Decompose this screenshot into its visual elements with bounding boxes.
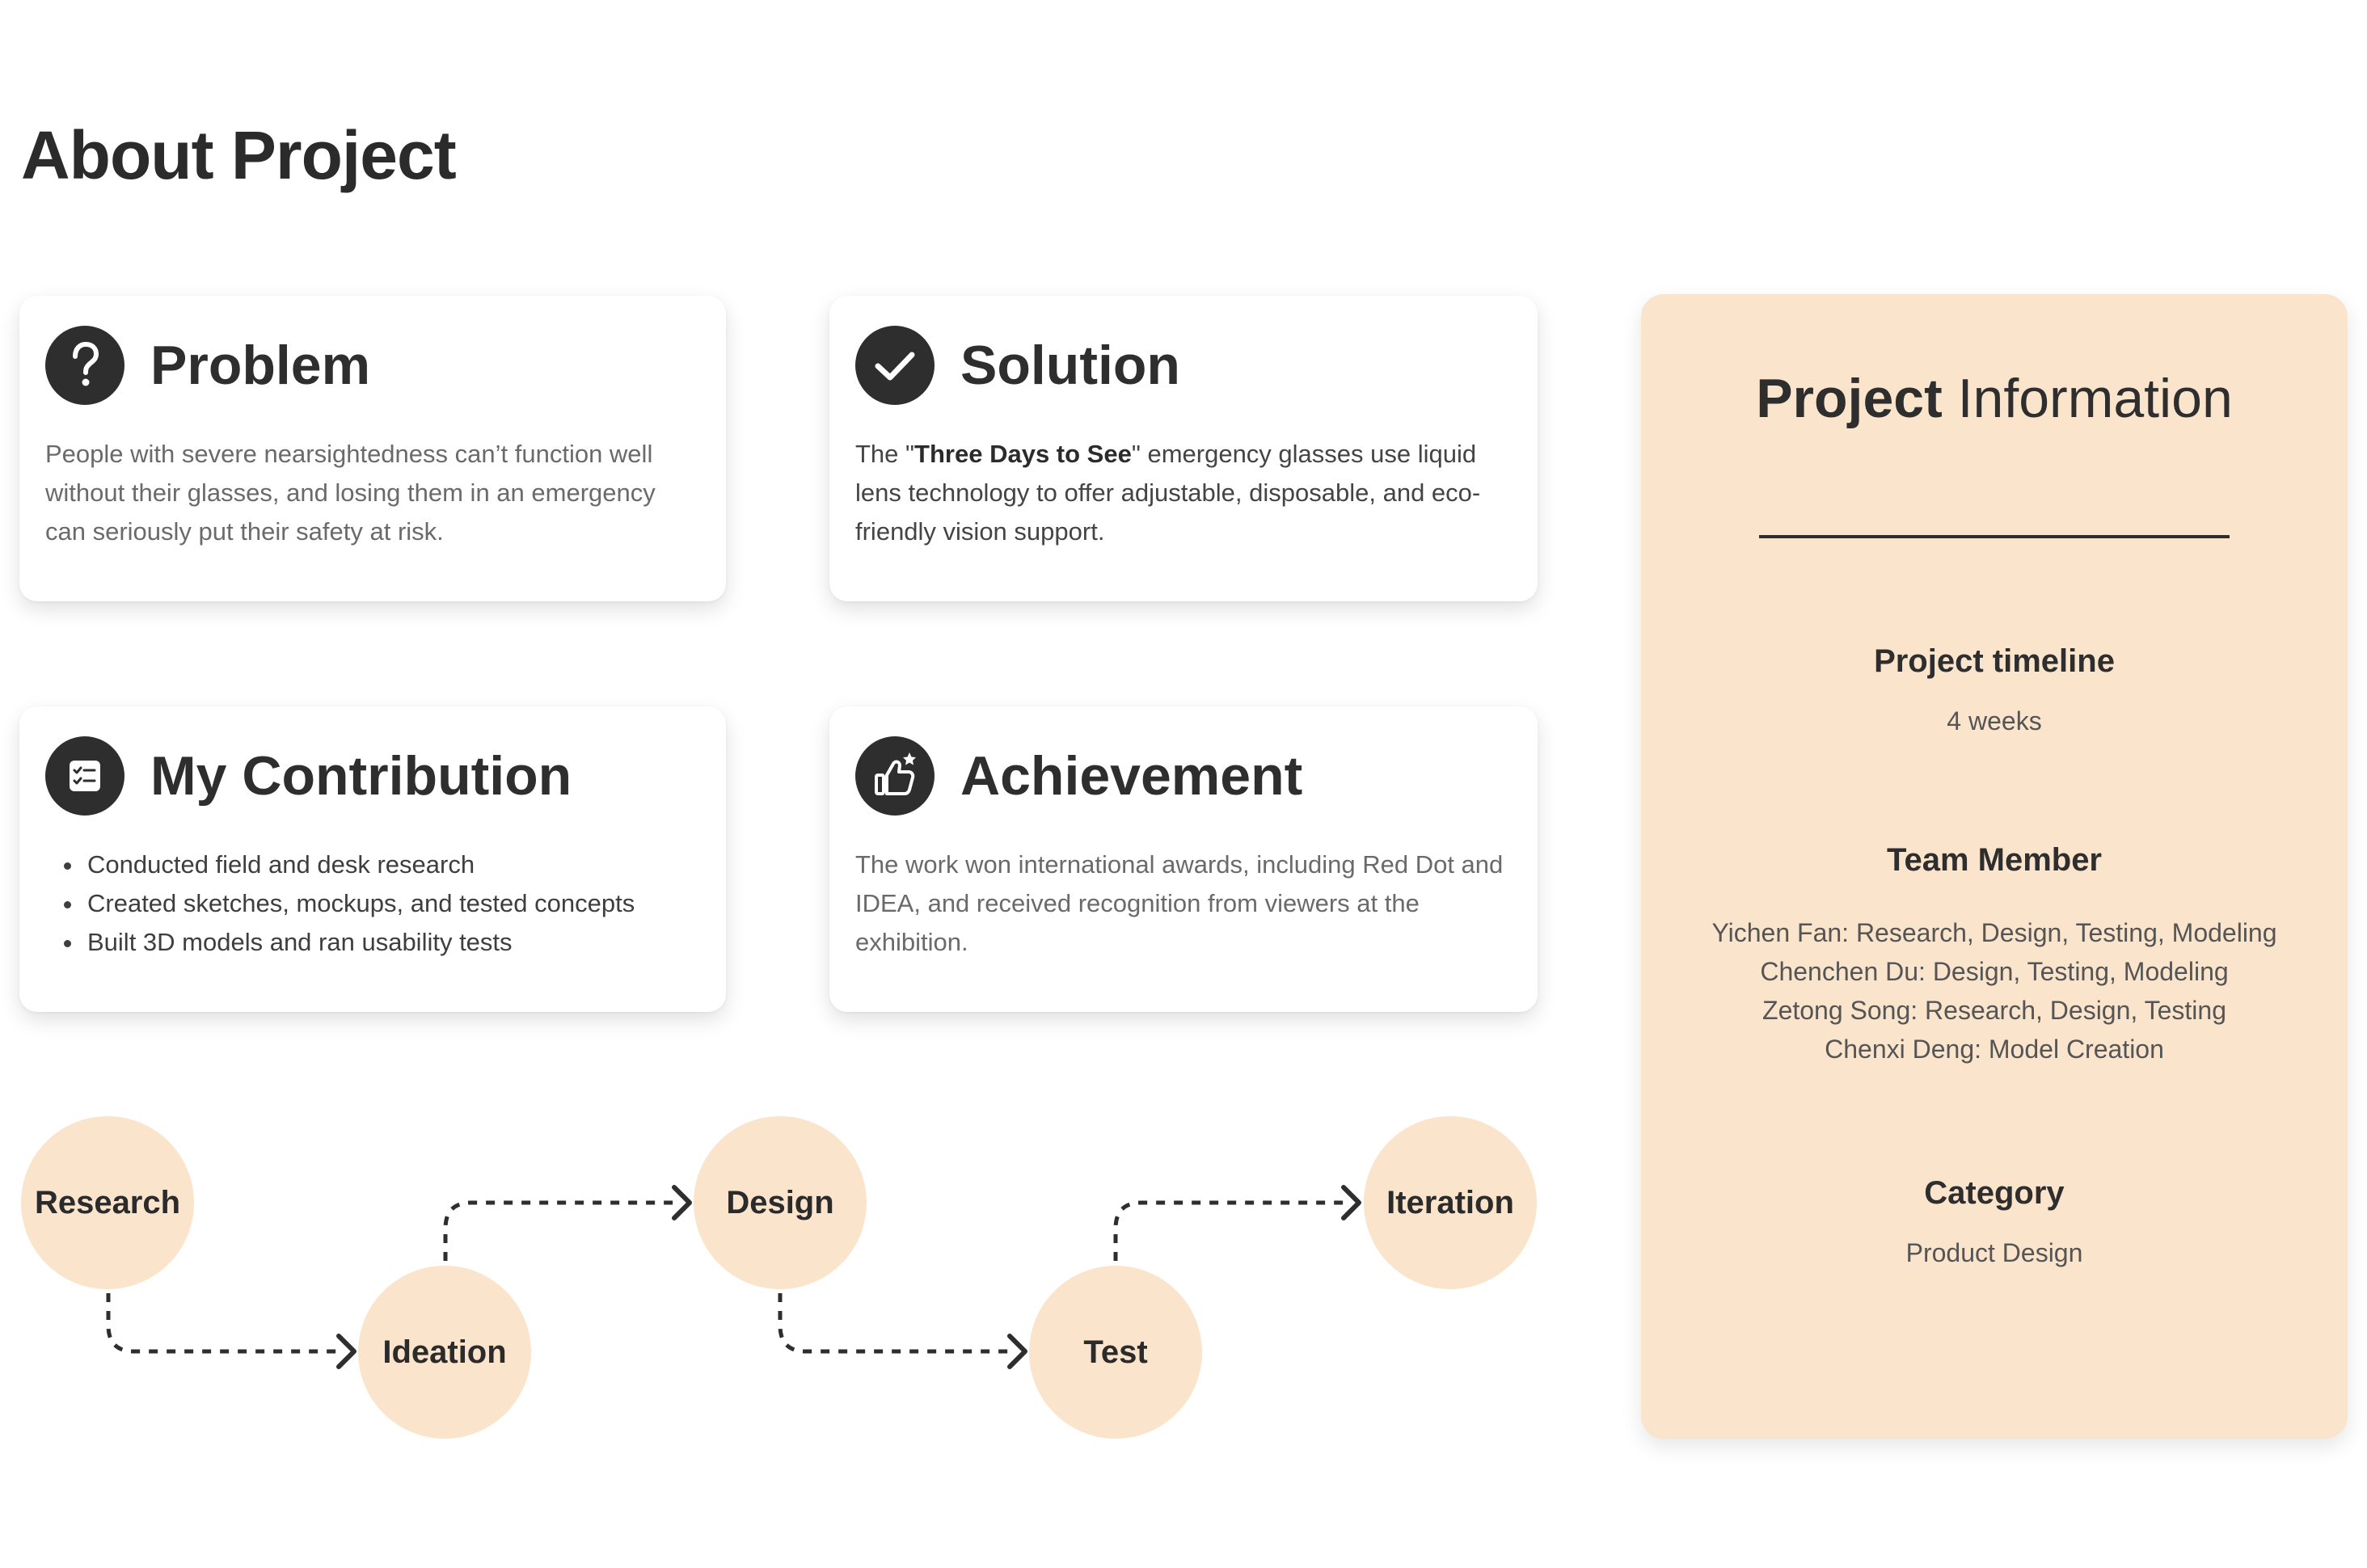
solution-text-prefix: The " [855, 440, 915, 468]
thumbs-up-star-icon [855, 736, 935, 816]
process-step-research: Research [21, 1116, 194, 1289]
list-item: Created sketches, mockups, and tested co… [84, 884, 700, 923]
achievement-card: Achievement The work won international a… [829, 706, 1538, 1012]
team-member: Chenxi Deng: Model Creation [1825, 1035, 2164, 1064]
info-title-rest: Information [1942, 368, 2233, 429]
solution-text: The "Three Days to See" emergency glasse… [855, 435, 1512, 551]
team-member: Chenchen Du: Design, Testing, Modeling [1760, 957, 2229, 986]
info-title: Project Information [1641, 367, 2348, 430]
problem-text: People with severe nearsightedness can’t… [45, 440, 656, 546]
contribution-list: Conducted field and desk research Create… [45, 845, 700, 962]
contribution-card: My Contribution Conducted field and desk… [19, 706, 726, 1012]
category-label: Category [1924, 1175, 2065, 1211]
timeline-label: Project timeline [1874, 643, 2115, 679]
team-member: Yichen Fan: Research, Design, Testing, M… [1711, 918, 2277, 947]
contribution-title: My Contribution [150, 745, 572, 807]
achievement-title: Achievement [960, 745, 1303, 807]
process-step-ideation: Ideation [358, 1266, 531, 1439]
achievement-text: The work won international awards, inclu… [855, 850, 1504, 956]
problem-title: Problem [150, 335, 371, 396]
team-member: Zetong Song: Research, Design, Testing [1762, 996, 2226, 1025]
process-step-iteration: Iteration [1364, 1116, 1537, 1289]
product-name: Three Days to See [914, 440, 1132, 468]
timeline-value: 4 weeks [1947, 706, 2042, 736]
problem-card: Problem People with severe nearsightedne… [19, 296, 726, 601]
info-title-strong: Project [1756, 368, 1943, 429]
process-step-test: Test [1029, 1266, 1202, 1439]
checkmark-icon [855, 326, 935, 405]
list-item: Built 3D models and ran usability tests [84, 923, 700, 962]
project-info-panel: Project Information Project timeline 4 w… [1641, 294, 2348, 1439]
question-icon [45, 326, 124, 405]
page-title: About Project [21, 117, 457, 193]
info-divider [1759, 535, 2230, 538]
solution-title: Solution [960, 335, 1180, 396]
process-step-design: Design [694, 1116, 867, 1289]
checklist-icon [45, 736, 124, 816]
solution-card: Solution The "Three Days to See" emergen… [829, 296, 1538, 601]
category-value: Product Design [1905, 1238, 2083, 1267]
solution-text-suffix: " emergency glasses use liquid lens tech… [855, 440, 1481, 546]
list-item: Conducted field and desk research [84, 845, 700, 884]
team-label: Team Member [1886, 842, 2102, 878]
